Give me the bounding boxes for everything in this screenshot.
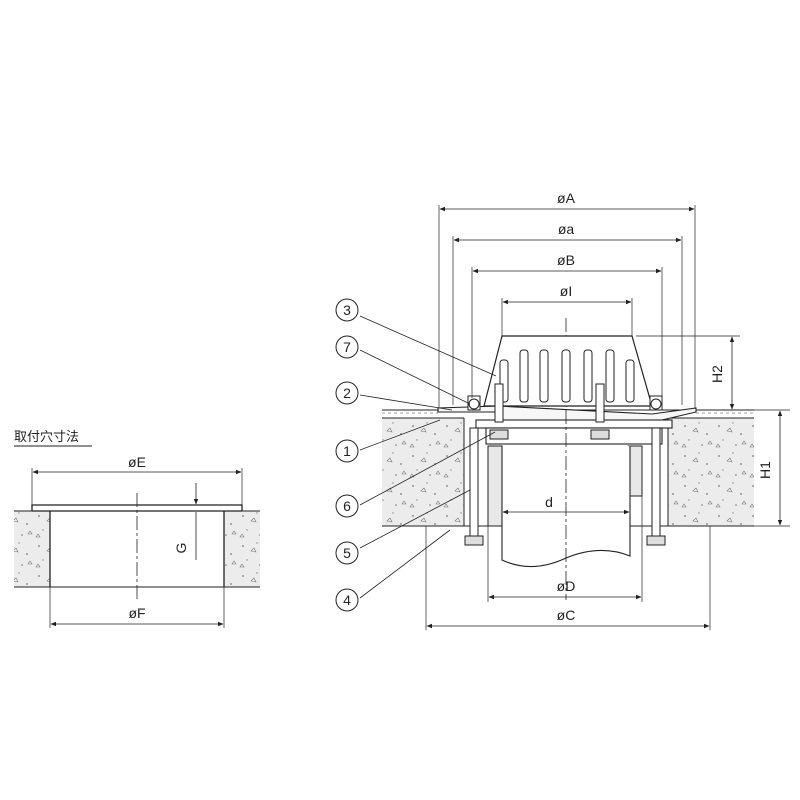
dim-G-label: G (173, 543, 189, 554)
dim-H2 (636, 335, 740, 411)
install-hole-title: 取付穴寸法 (14, 429, 79, 444)
dim-I-label: øI (560, 283, 572, 299)
dim-A-label: øA (557, 190, 576, 206)
dim-H2-label: H2 (709, 365, 725, 383)
svg-text:6: 6 (343, 498, 351, 514)
clamp-ring (475, 419, 673, 429)
drain-body (485, 427, 663, 445)
concrete-right-slab (224, 511, 260, 587)
dim-B (471, 267, 663, 398)
dim-D (487, 496, 643, 602)
svg-text:7: 7 (343, 339, 351, 355)
callout-2: 2 (335, 381, 359, 405)
svg-text:2: 2 (343, 385, 351, 401)
dim-E-label: øE (128, 454, 146, 470)
callout-7: 7 (335, 335, 359, 359)
callout-6: 6 (335, 494, 359, 518)
dim-a-label: øa (558, 221, 575, 237)
callout-4: 4 (335, 588, 359, 612)
dim-C-label: øC (557, 607, 576, 623)
anchor-bolt-left (464, 395, 484, 546)
dim-F-label: øF (128, 605, 145, 621)
dim-H1-label: H1 (757, 461, 773, 479)
drain-figure: øA øa øB øI H2 (335, 190, 790, 630)
socket-wall-left (487, 445, 503, 527)
install-hole-figure: 取付穴寸法 øE øF G (14, 429, 260, 628)
svg-text:5: 5 (343, 545, 351, 561)
svg-text:3: 3 (343, 302, 351, 318)
callout-1: 1 (335, 439, 359, 463)
dim-H1 (754, 409, 790, 527)
callout-5: 5 (335, 541, 359, 565)
svg-text:4: 4 (343, 592, 351, 608)
concrete-slab-right (668, 418, 754, 526)
dim-C (425, 526, 711, 630)
dim-d-label: d (545, 494, 553, 510)
dim-D-label: øD (557, 578, 576, 594)
callout-3: 3 (335, 298, 359, 322)
concrete-left-slab (14, 511, 50, 587)
concrete-slab-left (382, 418, 464, 526)
anchor-bolt-right (646, 395, 666, 546)
strainer-slots (499, 349, 635, 403)
svg-text:1: 1 (343, 443, 351, 459)
dim-a (452, 236, 683, 405)
dim-A (438, 205, 696, 408)
dim-B-label: øB (557, 252, 575, 268)
dim-I (501, 298, 633, 336)
strainer-bolt-right (590, 383, 610, 440)
